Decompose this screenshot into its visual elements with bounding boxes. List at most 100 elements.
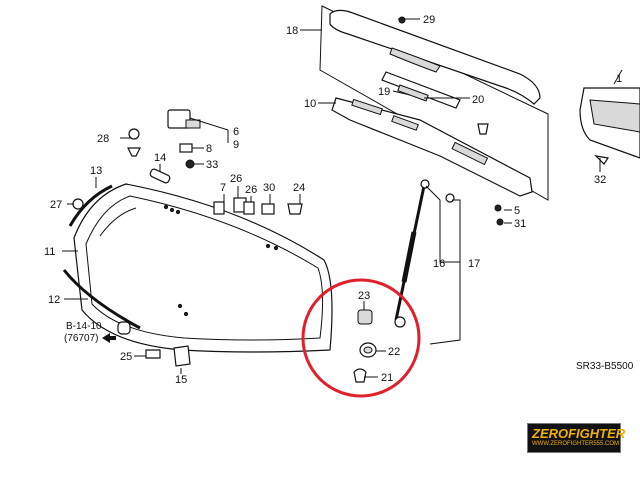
reference-line-1: B-14-10 bbox=[66, 321, 102, 332]
glass-dot bbox=[265, 243, 271, 249]
callout-labels: 18 29 1 10 19 20 32 6 9 8 33 28 14 13 27… bbox=[44, 14, 634, 386]
glass-dot bbox=[163, 204, 169, 210]
callout-6: 6 bbox=[233, 126, 239, 138]
watermark-logo: ZEROFIGHTER WWW.ZEROFIGHTER555.COM bbox=[527, 423, 625, 453]
bolt-25 bbox=[145, 349, 161, 359]
clip-26b bbox=[243, 201, 255, 215]
highlight-circle bbox=[301, 278, 421, 398]
leader bbox=[613, 69, 623, 85]
callout-5: 5 bbox=[514, 205, 520, 217]
bracket-15 bbox=[173, 345, 191, 367]
panel-clip bbox=[477, 123, 489, 135]
callout-21: 21 bbox=[381, 372, 393, 384]
callout-15: 15 bbox=[175, 374, 187, 386]
panel-slot bbox=[391, 115, 419, 131]
strut-body bbox=[401, 231, 417, 283]
clip-30 bbox=[261, 203, 275, 215]
callout-27: 27 bbox=[50, 199, 62, 211]
callout-17: 17 bbox=[468, 258, 480, 270]
callout-1: 1 bbox=[616, 73, 622, 85]
glass-dot bbox=[183, 311, 189, 317]
washer-28 bbox=[128, 128, 140, 140]
glass-dot bbox=[273, 245, 279, 251]
callout-30: 30 bbox=[263, 182, 275, 194]
screw-32 bbox=[594, 155, 610, 165]
spoiler-assembly bbox=[319, 5, 549, 201]
hinge-6 bbox=[167, 109, 191, 129]
reference-line-2: (76707) bbox=[64, 333, 98, 344]
callout-12: 12 bbox=[48, 294, 60, 306]
callout-13: 13 bbox=[90, 165, 102, 177]
panel-slot bbox=[351, 98, 383, 116]
callout-9: 9 bbox=[233, 139, 239, 151]
callout-25: 25 bbox=[120, 351, 132, 363]
bushing-22-inner bbox=[363, 346, 373, 354]
clip-27 bbox=[72, 198, 84, 210]
clip-5 bbox=[494, 204, 502, 212]
callout-33: 33 bbox=[206, 159, 218, 171]
callout-11: 11 bbox=[44, 246, 55, 258]
glass-dot bbox=[175, 209, 181, 215]
callout-26-a: 26 bbox=[230, 173, 242, 185]
callout-23: 23 bbox=[358, 290, 370, 302]
molding-13 bbox=[68, 184, 113, 227]
leader bbox=[392, 90, 411, 96]
defroster-line bbox=[99, 207, 137, 237]
hinge-plate bbox=[185, 119, 201, 129]
leader-17 bbox=[429, 199, 461, 345]
inner-panel-10 bbox=[331, 97, 533, 197]
callout-7: 7 bbox=[220, 182, 226, 194]
molding-12 bbox=[62, 269, 141, 330]
callout-29: 29 bbox=[423, 14, 435, 26]
spoiler-light bbox=[389, 47, 441, 73]
spoiler-panel-outline bbox=[319, 5, 549, 201]
callout-19: 19 bbox=[378, 86, 390, 98]
lamp-lens bbox=[589, 99, 640, 133]
callout-8: 8 bbox=[206, 143, 212, 155]
clip-7 bbox=[213, 201, 225, 215]
glass-dot bbox=[169, 207, 175, 213]
leader-16 bbox=[425, 185, 460, 263]
clip-24 bbox=[287, 203, 303, 215]
callout-10: 10 bbox=[304, 98, 316, 110]
callout-32: 32 bbox=[594, 174, 606, 186]
spoiler bbox=[329, 9, 541, 105]
leader-lines bbox=[62, 18, 623, 378]
callout-28: 28 bbox=[97, 133, 109, 145]
glass-11 bbox=[73, 183, 333, 353]
callout-18: 18 bbox=[286, 25, 298, 37]
spoiler-bracket-19 bbox=[381, 71, 461, 109]
callout-31: 31 bbox=[514, 218, 526, 230]
cap-23 bbox=[357, 309, 373, 325]
callout-20: 20 bbox=[472, 94, 484, 106]
bolt-21 bbox=[353, 368, 367, 383]
grommet bbox=[117, 321, 131, 335]
reference-arrow-shaft bbox=[110, 336, 116, 340]
ball-stud-top bbox=[445, 193, 455, 203]
hardware bbox=[72, 109, 504, 367]
panel-slot bbox=[451, 141, 489, 166]
reference-arrow-icon bbox=[102, 333, 110, 343]
watermark-url: WWW.ZEROFIGHTER555.COM bbox=[532, 441, 619, 447]
rear-lamp bbox=[579, 87, 640, 165]
callout-16: 16 bbox=[433, 258, 445, 270]
leader bbox=[189, 117, 229, 131]
highlighted-area bbox=[301, 278, 421, 398]
bolt-33 bbox=[185, 159, 195, 169]
strut-end-bottom bbox=[394, 316, 406, 328]
diagram-code: SR33-B5500 bbox=[576, 361, 634, 372]
strut-end-top bbox=[420, 179, 430, 189]
clip-28 bbox=[127, 147, 141, 157]
callout-26-b: 26 bbox=[245, 184, 257, 196]
watermark-brand: ZEROFIGHTER bbox=[532, 426, 626, 441]
callout-14: 14 bbox=[154, 152, 166, 164]
callout-24: 24 bbox=[293, 182, 305, 194]
gas-strut bbox=[394, 179, 455, 328]
nut-29 bbox=[398, 16, 406, 24]
clip-14 bbox=[149, 168, 171, 184]
clip-8 bbox=[179, 143, 193, 153]
hatch-inner-panel bbox=[331, 97, 533, 197]
glass-dot bbox=[177, 303, 183, 309]
